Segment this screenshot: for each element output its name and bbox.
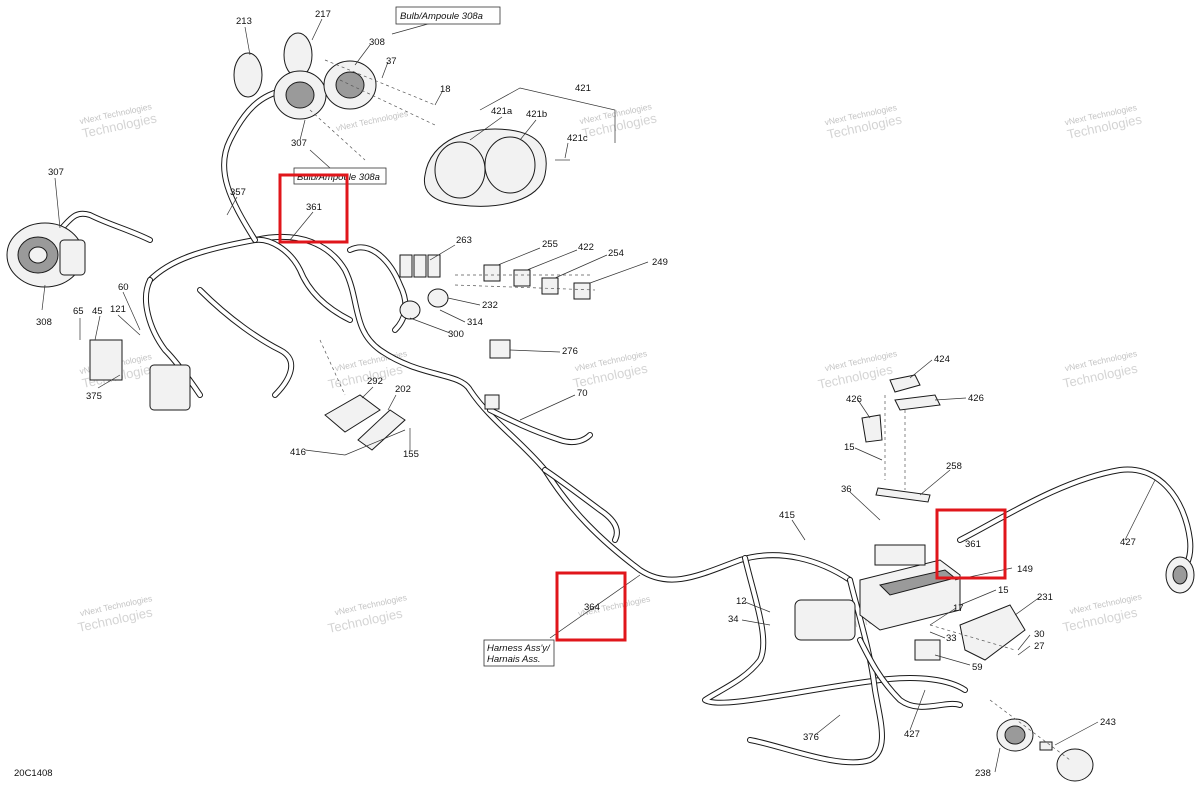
relay-cluster	[794, 599, 941, 661]
main-harness	[57, 87, 1194, 766]
control-module	[89, 339, 191, 411]
callout-238: 238	[975, 768, 991, 779]
callout-30: 30	[1034, 629, 1045, 640]
battery-box	[859, 544, 961, 631]
callout-422: 422	[578, 242, 594, 253]
callout-27: 27	[1034, 641, 1045, 652]
callout-65: 65	[73, 306, 84, 317]
callout-12: 12	[736, 596, 747, 607]
callout-232: 232	[482, 300, 498, 311]
highlight-361-top	[278, 173, 349, 244]
callout-426: 426	[968, 393, 984, 404]
callout-255: 255	[542, 239, 558, 250]
callout-427: 427	[904, 729, 920, 740]
gauge-cluster	[423, 128, 570, 207]
callout-243: 243	[1100, 717, 1116, 728]
switch-panel	[324, 394, 406, 451]
bulb-label-top: Bulb/Ampoule 308a	[395, 6, 501, 25]
callout-421: 421	[575, 83, 591, 94]
callout-424: 424	[934, 354, 950, 365]
callout-300: 300	[448, 329, 464, 340]
callout-149: 149	[1017, 564, 1033, 575]
callout-292: 292	[367, 376, 383, 387]
callout-213: 213	[236, 16, 252, 27]
callout-60: 60	[118, 282, 129, 293]
watermarks: vNext Technologies Technologies vNext Te…	[76, 101, 1143, 637]
harness-label-en: Harness Ass'y/	[487, 643, 551, 654]
callout-121: 121	[110, 304, 126, 315]
callout-314: 314	[467, 317, 483, 328]
highlight-boxes	[278, 173, 1007, 642]
watermark: vNext Technologies	[335, 108, 409, 133]
harness-label-fr: Harnais Ass.	[487, 654, 541, 665]
callout-364: 364	[584, 602, 600, 613]
callout-307: 307	[291, 138, 307, 149]
callout-249: 249	[652, 257, 668, 268]
callout-421c: 421c	[567, 133, 588, 144]
callout-217: 217	[315, 9, 331, 20]
callout-375: 375	[86, 391, 102, 402]
callout-59: 59	[972, 662, 983, 673]
callout-15: 15	[998, 585, 1009, 596]
callout-361: 361	[306, 202, 322, 213]
callout-36: 36	[841, 484, 852, 495]
callout-258: 258	[946, 461, 962, 472]
connector-276	[484, 339, 511, 410]
callout-15: 15	[844, 442, 855, 453]
callout-376: 376	[803, 732, 819, 743]
callout-254: 254	[608, 248, 624, 259]
callout-308: 308	[369, 37, 385, 48]
callout-45: 45	[92, 306, 103, 317]
bulb-label-text: Bulb/Ampoule 308a	[297, 172, 380, 183]
highlight-364	[555, 571, 627, 642]
rear-lamp-427	[1165, 556, 1195, 594]
harness-label: Harness Ass'y/ Harnais Ass.	[483, 639, 555, 667]
bulb-label-text: Bulb/Ampoule 308a	[400, 11, 483, 22]
callout-415: 415	[779, 510, 795, 521]
callout-426: 426	[846, 394, 862, 405]
callout-18: 18	[440, 84, 451, 95]
leader-lines	[41, 18, 1156, 773]
headlight-top	[233, 32, 377, 120]
callout-276: 276	[562, 346, 578, 357]
callout-357: 357	[230, 187, 246, 198]
callout-37: 37	[386, 56, 397, 67]
callout-202: 202	[395, 384, 411, 395]
callout-307: 307	[48, 167, 64, 178]
callout-33: 33	[946, 633, 957, 644]
callout-70: 70	[577, 388, 588, 399]
diagram-code: 20C1408	[14, 768, 53, 779]
callout-263: 263	[456, 235, 472, 246]
light-assembly-238	[996, 718, 1094, 782]
callout-421b: 421b	[526, 109, 547, 120]
assembly-lines	[309, 59, 1071, 761]
switch-modules	[399, 254, 591, 320]
callout-361: 361	[965, 539, 981, 550]
callout-34: 34	[728, 614, 739, 625]
brackets-426	[861, 374, 941, 503]
callout-308: 308	[36, 317, 52, 328]
callout-155: 155	[403, 449, 419, 460]
callout-231: 231	[1037, 592, 1053, 603]
callout-421a: 421a	[491, 106, 513, 117]
taillight-231	[959, 604, 1026, 661]
callout-numbers: 213 217 308 37 18 307 421 421a 421b 421c…	[36, 9, 1136, 779]
callout-427: 427	[1120, 537, 1136, 548]
headlight-left	[6, 222, 86, 288]
highlight-361-right	[935, 508, 1007, 580]
callout-416: 416	[290, 447, 306, 458]
callout-17: 17	[953, 603, 964, 614]
